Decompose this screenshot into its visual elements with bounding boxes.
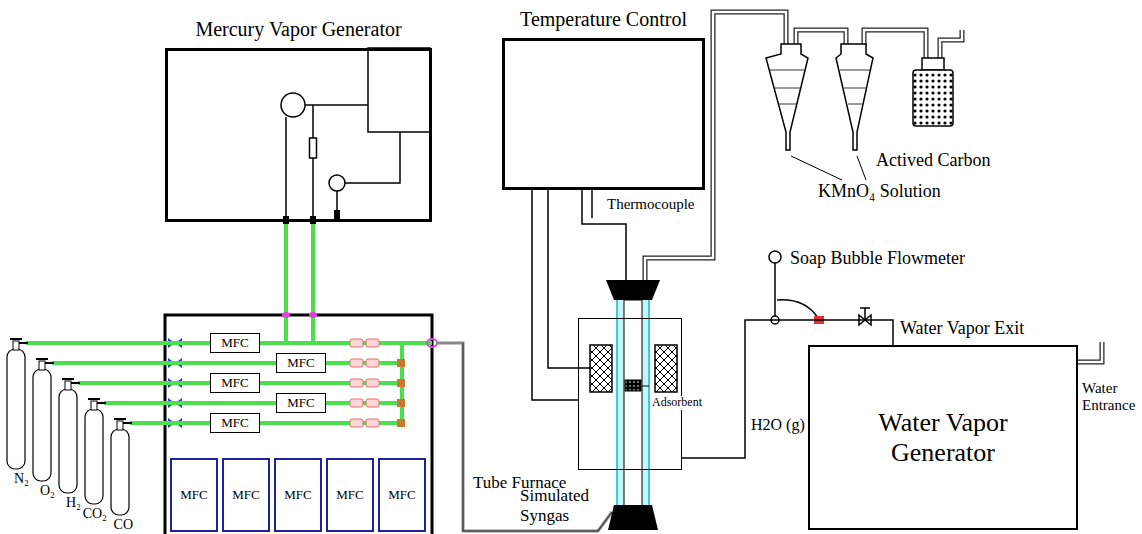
mass-flow-controller: MFC xyxy=(276,353,326,373)
node-label: MFC xyxy=(232,488,259,503)
gas-line xyxy=(104,401,276,405)
node-label: CO₂ xyxy=(83,506,107,522)
node-label: Mercury Vapor Generator xyxy=(148,18,449,41)
gas-line xyxy=(26,341,210,345)
mass-flow-controller: MFC xyxy=(276,393,326,413)
generator-box: Mercury Vapor Generator xyxy=(165,48,432,222)
node-label: Temperature Control xyxy=(485,8,722,31)
water-vapor-generator: Water Vapor Generator xyxy=(808,345,1078,530)
cylinder-shape xyxy=(84,397,104,505)
gas-line xyxy=(130,421,210,425)
exit-valve xyxy=(859,308,871,325)
mass-flow-controller: MFC xyxy=(210,373,260,393)
part-label: Thermocouple xyxy=(607,196,694,213)
node-label: MFC xyxy=(284,488,311,503)
controller-box: Temperature Control xyxy=(502,38,705,190)
activated-carbon-jar xyxy=(913,58,953,126)
gas-cylinder: H₂ xyxy=(58,377,78,494)
node-label: N₂ xyxy=(14,471,29,487)
node-label: MFC xyxy=(287,356,314,371)
outlet-pipes xyxy=(645,12,1102,362)
mass-flow-controller: MFC xyxy=(210,413,260,433)
cylinder-shape xyxy=(58,377,78,494)
label-leader xyxy=(791,156,866,180)
connector-line xyxy=(532,190,578,400)
generator-internals xyxy=(281,48,430,222)
cylinder-shape xyxy=(32,357,52,482)
syngas-line xyxy=(436,343,612,531)
part-label: Simulated Syngas xyxy=(520,486,602,525)
gas-cylinder: CO₂ xyxy=(84,397,104,505)
gas-line xyxy=(78,381,210,385)
controller-unit: MFC xyxy=(378,458,426,532)
controller-unit: MFC xyxy=(170,458,218,532)
gas-cylinder: CO xyxy=(110,417,130,516)
gas-cylinder: O₂ xyxy=(32,357,52,482)
gas-cylinder: N₂ xyxy=(6,337,26,470)
part-label: Water Vapor Exit xyxy=(900,318,1024,339)
green-gas-lines xyxy=(260,224,432,423)
cylinder-shape xyxy=(110,417,130,516)
node-label: H₂ xyxy=(66,495,81,511)
node-label: O₂ xyxy=(40,483,55,499)
node-label: MFC xyxy=(221,336,248,351)
controller-unit: MFC xyxy=(326,458,374,532)
node-label: MFC xyxy=(221,416,248,431)
node-label: MFC xyxy=(287,396,314,411)
node-label: CO xyxy=(114,517,133,533)
tube-furnace: Tube Furnace xyxy=(578,318,682,470)
edge-label: H2O (g) xyxy=(750,416,806,434)
part-label: Actived Carbon xyxy=(876,150,990,171)
part-label: Adsorbent xyxy=(651,396,703,410)
part-label: Soap Bubble Flowmeter xyxy=(790,248,965,269)
tube-furnace-internals xyxy=(548,190,677,530)
kmno4-bottles xyxy=(766,44,873,150)
controller-unit: MFC xyxy=(222,458,270,532)
mass-flow-controller: MFC xyxy=(210,333,260,353)
controller-unit: MFC xyxy=(274,458,322,532)
node-label: MFC xyxy=(388,488,415,503)
cylinder-shape xyxy=(6,337,26,470)
node-label: MFC xyxy=(221,376,248,391)
pipe-markers xyxy=(282,312,437,347)
node-label: Water Vapor Generator xyxy=(853,408,1033,468)
node-label: MFC xyxy=(180,488,207,503)
part-label: KMnO₄ Solution xyxy=(818,181,941,202)
part-label: Water Entrance xyxy=(1082,380,1140,415)
gas-line xyxy=(52,361,276,365)
node-label: MFC xyxy=(336,488,363,503)
